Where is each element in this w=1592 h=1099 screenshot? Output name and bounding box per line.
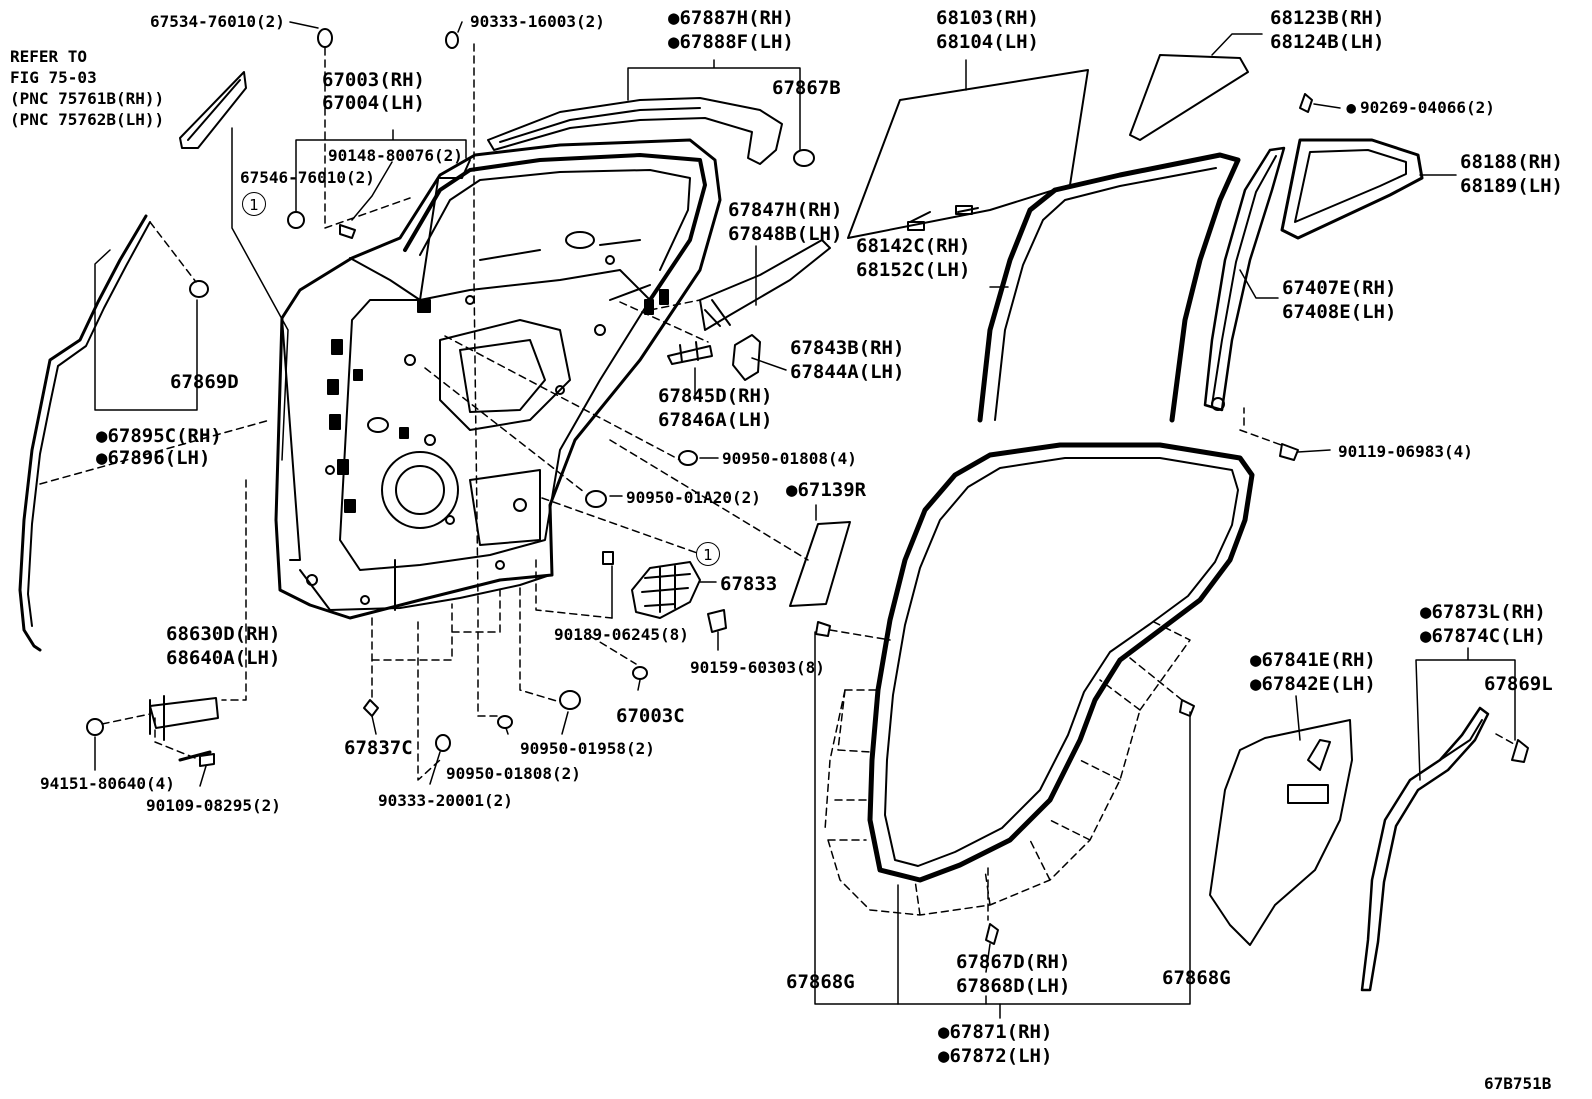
part-label: ●67887H(RH) xyxy=(668,7,794,29)
part-label: ●67896(LH) xyxy=(96,447,211,469)
belt-moulding-upper xyxy=(487,97,783,165)
reference-line-1: REFER TO xyxy=(10,47,88,66)
door-panel xyxy=(274,138,722,620)
reference-line-4: (PNC 75762B(LH)) xyxy=(10,110,165,129)
part-label: ●67873L(RH) xyxy=(1420,601,1546,623)
part-label: 68189(LH) xyxy=(1460,175,1563,197)
division-bar xyxy=(1203,146,1286,412)
part-label: ●67841E(RH) xyxy=(1250,649,1376,671)
part-label: 68630D(RH) xyxy=(166,623,281,645)
part-label: 67546-76010(2) xyxy=(240,168,375,187)
part-label: 68640A(LH) xyxy=(166,647,281,669)
part-label: 67868D(LH) xyxy=(956,975,1071,997)
door-weatherstrip-left xyxy=(18,214,151,652)
part-label: 67845D(RH) xyxy=(658,385,773,407)
part-label: 67004(LH) xyxy=(322,92,425,114)
pillar-garnish xyxy=(179,71,247,149)
part-label: 67534-76010(2) xyxy=(150,12,285,31)
part-label: 67844A(LH) xyxy=(790,361,905,383)
run-channel xyxy=(977,152,1241,423)
part-label: 90109-08295(2) xyxy=(146,796,281,815)
part-label: ●67871(RH) xyxy=(938,1021,1053,1043)
door-brackets xyxy=(667,239,831,381)
part-label: 90269-04066(2) xyxy=(1360,98,1495,117)
leader-lines xyxy=(94,21,1516,1019)
part-label: 67869L xyxy=(1484,673,1553,695)
part-label: 94151-80640(4) xyxy=(40,774,175,793)
dashed-leaders xyxy=(39,43,1515,921)
caution-label xyxy=(789,521,851,607)
part-label: 67408E(LH) xyxy=(1282,301,1397,323)
part-label: 67846A(LH) xyxy=(658,409,773,431)
part-label: 67837C xyxy=(344,737,413,759)
part-label: ●67139R xyxy=(786,479,867,501)
fasteners xyxy=(86,28,1529,945)
part-label: 90119-06983(4) xyxy=(1338,442,1473,461)
quarter-glass xyxy=(1129,54,1249,141)
reference-line-3: (PNC 75761B(RH)) xyxy=(10,89,165,108)
part-label: 67843B(RH) xyxy=(790,337,905,359)
part-label: 67868G xyxy=(1162,967,1231,989)
diagram-id: 67B751B xyxy=(1484,1074,1552,1093)
part-label: 90950-01958(2) xyxy=(520,739,655,758)
rear-weatherstrip-right xyxy=(1360,706,1490,992)
part-label: 67003C xyxy=(616,705,685,727)
part-label: 67003(RH) xyxy=(322,69,425,91)
part-label: 68123B(RH) xyxy=(1270,7,1385,29)
part-label: 67833 xyxy=(720,573,778,595)
part-label: 90333-16003(2) xyxy=(470,12,605,31)
part-label: ●67872(LH) xyxy=(938,1045,1053,1067)
part-label: ●67842E(LH) xyxy=(1250,673,1376,695)
service-hole-cover xyxy=(631,561,701,619)
part-label: 68124B(LH) xyxy=(1270,31,1385,53)
part-label: 68142C(RH) xyxy=(856,235,971,257)
part-label: 67869D xyxy=(170,371,239,393)
callout-marker: 1 xyxy=(242,192,266,216)
reference-line-2: FIG 75-03 xyxy=(10,68,97,87)
part-label: 67867B xyxy=(772,77,841,99)
door-opening-weatherstrip xyxy=(867,442,1255,883)
part-label: 68152C(LH) xyxy=(856,259,971,281)
part-label: 90950-01808(2) xyxy=(446,764,581,783)
part-label: 67867D(RH) xyxy=(956,951,1071,973)
part-label: 90333-20001(2) xyxy=(378,791,513,810)
door-hinge xyxy=(149,695,219,762)
part-label: 90950-01A20(2) xyxy=(626,488,761,507)
part-label: 90189-06245(8) xyxy=(554,625,689,644)
part-label: 67868G xyxy=(786,971,855,993)
bullet-marker: ● xyxy=(1346,98,1356,117)
part-label: 90950-01808(4) xyxy=(722,449,857,468)
part-label: ●67895C(RH) xyxy=(96,425,222,447)
part-label: 67407E(RH) xyxy=(1282,277,1397,299)
part-label: ●67888F(LH) xyxy=(668,31,794,53)
part-label: 67848B(LH) xyxy=(728,223,843,245)
part-label: 67847H(RH) xyxy=(728,199,843,221)
part-label: 68188(RH) xyxy=(1460,151,1563,173)
callout-marker: 1 xyxy=(696,542,720,566)
part-label: 90148-80076(2) xyxy=(328,146,463,165)
door-glass xyxy=(847,69,1089,239)
part-label: 68104(LH) xyxy=(936,31,1039,53)
part-label: ●67874C(LH) xyxy=(1420,625,1546,647)
part-label: 90159-60303(8) xyxy=(690,658,825,677)
part-label: 68103(RH) xyxy=(936,7,1039,29)
quarter-window-weatherstrip xyxy=(1280,138,1424,240)
door-trim-protector xyxy=(1209,719,1353,946)
